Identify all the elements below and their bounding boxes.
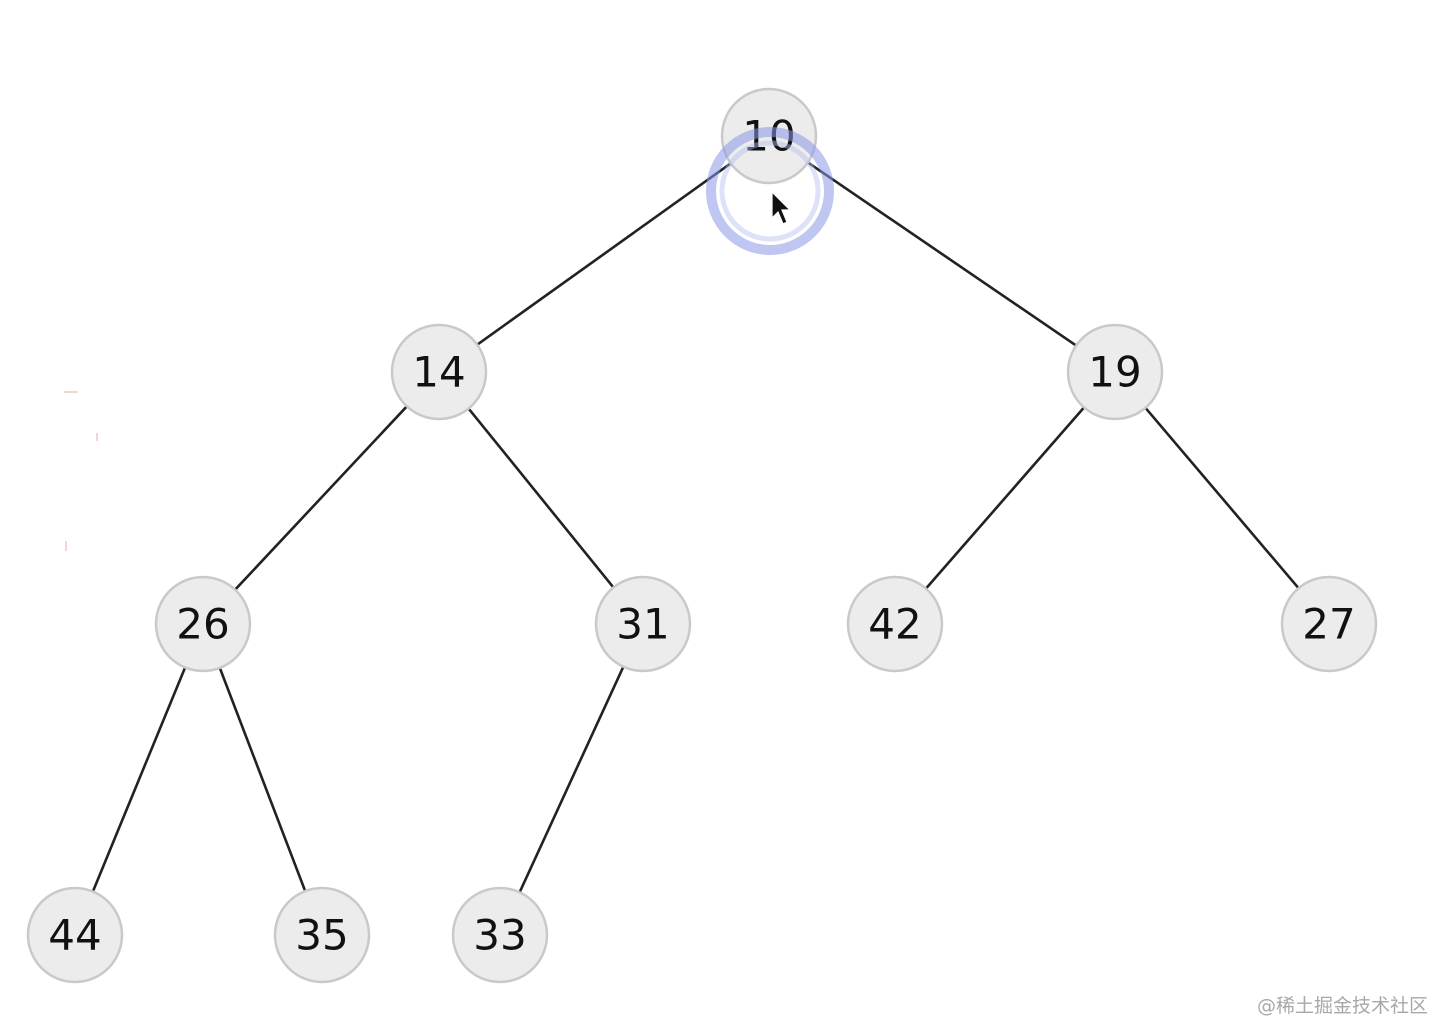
node-circle[interactable]	[26, 886, 124, 984]
node-circle[interactable]	[1066, 323, 1164, 421]
node-circle[interactable]	[594, 575, 692, 673]
edge-n14-n26	[233, 405, 409, 591]
edges-layer	[91, 161, 1300, 894]
click-ripple-inner	[719, 140, 821, 242]
tree-node-31[interactable]: 31	[594, 575, 692, 673]
edge-n10-n19	[806, 161, 1078, 347]
node-label: 35	[295, 911, 348, 960]
node-label: 44	[48, 911, 101, 960]
tree-node-42[interactable]: 42	[846, 575, 944, 673]
click-indicator	[706, 127, 834, 255]
node-label: 33	[473, 911, 526, 960]
tree-node-33[interactable]: 33	[451, 886, 549, 984]
node-circle[interactable]	[846, 575, 944, 673]
mouse-pointer-icon	[771, 190, 792, 225]
node-circle[interactable]	[390, 323, 488, 421]
tree-node-14[interactable]: 14	[390, 323, 488, 421]
node-circle[interactable]	[451, 886, 549, 984]
watermark-text: @稀土掘金技术社区	[1256, 995, 1428, 1017]
click-ripple-ring	[706, 127, 834, 255]
tree-node-26[interactable]: 26	[154, 575, 252, 673]
node-label: 27	[1302, 600, 1355, 649]
node-circle[interactable]	[273, 886, 371, 984]
edge-n19-n27	[1144, 406, 1300, 590]
node-label: 31	[616, 600, 669, 649]
edge-n31-n33	[518, 665, 625, 894]
edge-n10-n14	[475, 162, 733, 346]
node-label: 42	[868, 600, 921, 649]
node-circle[interactable]	[1280, 575, 1378, 673]
tree-node-44[interactable]: 44	[26, 886, 124, 984]
edge-n19-n42	[924, 406, 1086, 590]
node-label: 26	[176, 600, 229, 649]
edge-n26-n44	[91, 666, 187, 893]
tree-node-19[interactable]: 19	[1066, 323, 1164, 421]
node-label: 19	[1088, 348, 1141, 397]
edge-n26-n35	[218, 666, 307, 893]
node-circle[interactable]	[154, 575, 252, 673]
edge-n14-n31	[467, 407, 615, 589]
node-label: 14	[412, 348, 465, 397]
tree-node-27[interactable]: 27	[1280, 575, 1378, 673]
tree-node-35[interactable]: 35	[273, 886, 371, 984]
